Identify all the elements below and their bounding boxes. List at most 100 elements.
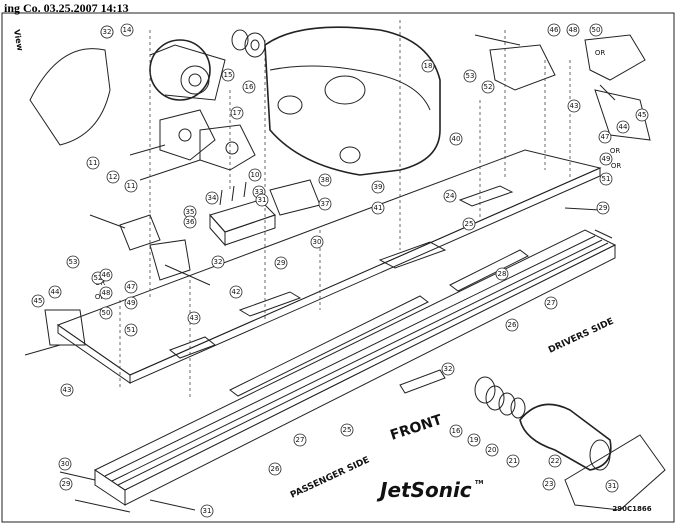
callout-number: 49: [127, 299, 136, 307]
callout-number: 48: [569, 26, 578, 34]
callout-bubble: 43: [567, 99, 581, 113]
callout-circle: [542, 477, 556, 491]
callout-bubble: 31: [605, 479, 619, 493]
callout-circle: [183, 215, 197, 229]
callout-number: 46: [550, 26, 559, 34]
callout-number: 17: [233, 109, 242, 117]
callout-circle: [274, 256, 288, 270]
callout-bubble: 20: [485, 443, 499, 457]
callout-number: 43: [63, 386, 72, 394]
callout-circle: [124, 296, 138, 310]
callout-bubble: 49: [124, 296, 138, 310]
callout-bubble: 10: [248, 168, 262, 182]
motor-assembly: [149, 39, 226, 101]
callout-bubble: 51: [599, 172, 613, 186]
callout-bubble: 47: [124, 280, 138, 294]
callout-bubble: 50: [589, 23, 603, 37]
callout-bubble: 52: [481, 80, 495, 94]
callout-number: 20: [488, 446, 497, 454]
callout-circle: [99, 268, 113, 282]
callout-number: 25: [465, 220, 474, 228]
callout-bubble: 14: [120, 23, 134, 37]
callout-bubble: 18: [421, 59, 435, 73]
callout-circle: [221, 68, 235, 82]
callout-bubble: 48: [99, 286, 113, 300]
callout-bubble: 39: [371, 180, 385, 194]
callout-circle: [86, 156, 100, 170]
callout-number: 11: [127, 182, 136, 190]
callout-bubble: 28: [495, 267, 509, 281]
callout-bubble: 51: [124, 323, 138, 337]
callout-number: 12: [109, 173, 118, 181]
callout-bubble: 36: [183, 215, 197, 229]
callout-circle: [421, 59, 435, 73]
callout-bubble: 29: [59, 477, 73, 491]
callout-number: 48: [102, 289, 111, 297]
callout-number: 10: [251, 171, 260, 179]
callout-bubble: 32: [100, 25, 114, 39]
callout-number: 40: [452, 135, 461, 143]
callout-bubble: 19: [467, 433, 481, 447]
callout-number: 29: [62, 480, 71, 488]
callout-bubble: 41: [371, 201, 385, 215]
callout-number: 52: [484, 83, 493, 91]
callout-bubble: 29: [596, 201, 610, 215]
callout-bubble: 53: [463, 69, 477, 83]
callout-number: 38: [321, 176, 330, 184]
callout-circle: [242, 80, 256, 94]
callout-bubble: 22: [548, 454, 562, 468]
rings-16-20: [474, 376, 526, 419]
callout-circle: [544, 296, 558, 310]
callout-circle: [340, 423, 354, 437]
callout-number: 26: [271, 465, 280, 473]
fax-header: ing Co. 03.25.2007 14:13: [4, 1, 129, 15]
callout-number: 51: [602, 175, 611, 183]
callout-number: 43: [190, 314, 199, 322]
callout-bubble: 40: [449, 132, 463, 146]
callout-circle: [211, 255, 225, 269]
callout-circle: [548, 454, 562, 468]
callout-circle: [187, 311, 201, 325]
callout-number: 41: [374, 204, 383, 212]
switch-plate: [269, 179, 321, 216]
washers-15-16: [231, 29, 266, 58]
callout-bubble: 29: [274, 256, 288, 270]
callout-number: 50: [102, 309, 111, 317]
callout-circle: [66, 255, 80, 269]
callout-bubble: 30: [58, 457, 72, 471]
callout-circle: [467, 433, 481, 447]
callout-circle: [635, 108, 649, 122]
front-label: FRONT: [388, 412, 444, 444]
callout-bubble: 37: [318, 197, 332, 211]
callout-number: 27: [296, 436, 305, 444]
callout-circle: [99, 286, 113, 300]
callout-bubble: 16: [449, 424, 463, 438]
callout-number: 31: [608, 482, 617, 490]
callout-circle: [566, 23, 580, 37]
callout-bubble: 21: [506, 454, 520, 468]
callout-bubble: 44: [48, 285, 62, 299]
callout-number: 16: [245, 83, 254, 91]
bottom-rail: [93, 229, 617, 506]
callout-circle: [589, 23, 603, 37]
callout-number: 26: [508, 321, 517, 329]
callout-number: 47: [127, 283, 136, 291]
callout-circle: [547, 23, 561, 37]
callout-bubble: 44: [616, 120, 630, 134]
callout-bubble: 11: [124, 179, 138, 193]
callout-number: 42: [232, 288, 241, 296]
callout-number: 45: [34, 297, 43, 305]
exhaust-duct: [519, 403, 666, 511]
callout-circle: [100, 25, 114, 39]
callout-number: 52: [94, 274, 103, 282]
callout-circle: [293, 433, 307, 447]
callout-bubble: 45: [635, 108, 649, 122]
callout-number: 32: [444, 365, 453, 373]
callout-number: 45: [638, 111, 647, 119]
or-label: OR: [595, 49, 606, 57]
callout-number: 44: [51, 288, 60, 296]
drivers-side-label: DRIVERS SIDE: [547, 317, 615, 356]
or-label: OR: [611, 162, 622, 170]
callout-number: 39: [374, 183, 383, 191]
callout-bubble: 48: [566, 23, 580, 37]
